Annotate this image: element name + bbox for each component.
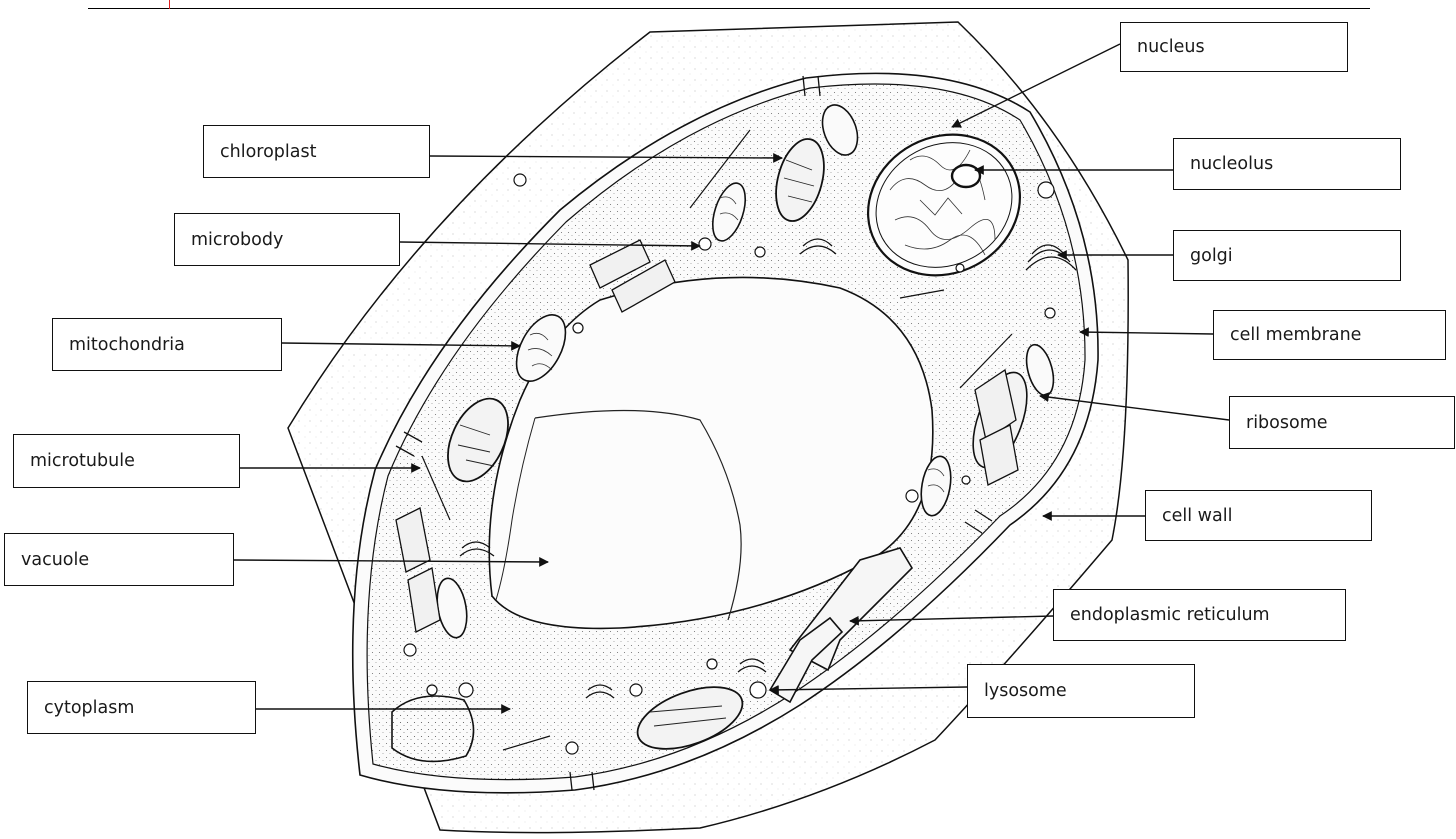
label-golgi: golgi	[1173, 230, 1401, 281]
label-chloroplast: chloroplast	[203, 125, 430, 178]
label-ribosome: ribosome	[1229, 396, 1455, 449]
label-microbody: microbody	[174, 213, 400, 266]
nucleolus-shape	[952, 165, 980, 187]
label-vacuole: vacuole	[4, 533, 234, 586]
label-nucleus: nucleus	[1120, 22, 1348, 72]
label-cell-wall: cell wall	[1145, 490, 1372, 541]
label-lysosome: lysosome	[967, 664, 1195, 718]
label-endoplasmic-reticulum: endoplasmic reticulum	[1053, 589, 1346, 641]
label-cytoplasm: cytoplasm	[27, 681, 256, 734]
label-microtubule: microtubule	[13, 434, 240, 488]
label-mitochondria: mitochondria	[52, 318, 282, 371]
label-cell-membrane: cell membrane	[1213, 310, 1446, 360]
storage-granule	[392, 696, 474, 761]
label-nucleolus: nucleolus	[1173, 138, 1401, 190]
